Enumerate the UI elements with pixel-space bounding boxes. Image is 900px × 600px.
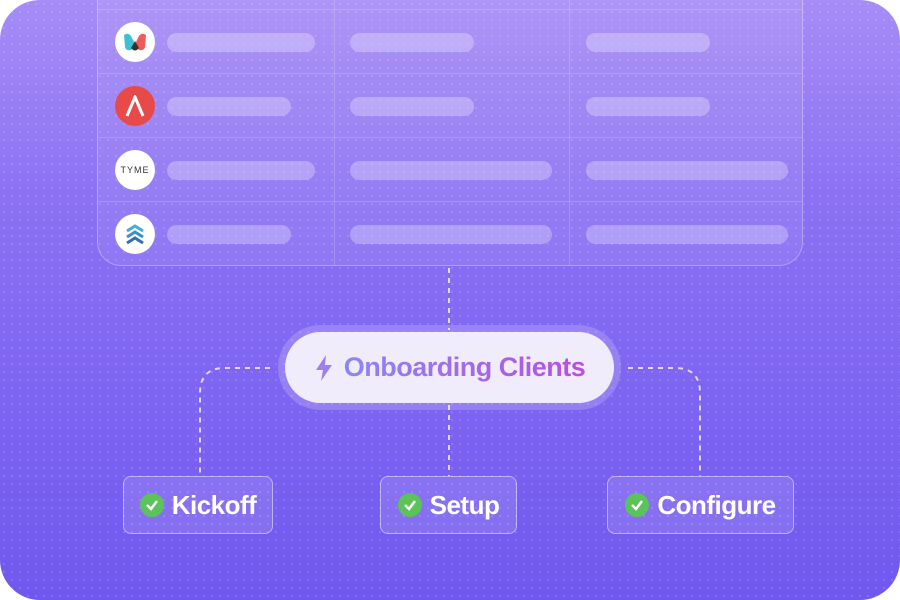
table-row[interactable] [98, 73, 802, 137]
placeholder-bar [350, 161, 552, 180]
connector-line [628, 367, 701, 476]
tyme-logo-icon: TYME [115, 150, 155, 190]
onboarding-clients-node[interactable]: Onboarding Clients [285, 332, 614, 403]
placeholder-bar [350, 33, 474, 52]
placeholder-bar [586, 97, 710, 116]
table-row[interactable] [98, 9, 802, 73]
placeholder-bar [586, 33, 710, 52]
placeholder-bar [167, 33, 315, 52]
step-label: Kickoff [171, 489, 257, 520]
placeholder-bar [167, 97, 291, 116]
clients-table: TYME [97, 0, 803, 266]
placeholder-bar [586, 161, 788, 180]
step-label: Configure [657, 489, 776, 520]
check-circle-icon [625, 493, 650, 517]
chevrons-logo-icon [115, 214, 155, 254]
connector-line [199, 367, 270, 476]
step-label: Setup [429, 489, 500, 520]
step-setup[interactable]: Setup [380, 476, 517, 534]
arrow-a-logo-icon [115, 86, 155, 126]
node-label: Onboarding Clients [343, 352, 586, 382]
mural-logo-icon [115, 22, 155, 62]
table-row[interactable]: TYME [98, 137, 802, 201]
column-divider [569, 0, 570, 265]
lightning-icon [315, 354, 332, 381]
placeholder-bar [350, 97, 474, 116]
placeholder-bar [586, 225, 788, 244]
placeholder-bar [350, 225, 552, 244]
table-row[interactable] [98, 201, 802, 265]
placeholder-bar [167, 225, 291, 244]
step-kickoff[interactable]: Kickoff [123, 476, 273, 534]
check-circle-icon [397, 493, 422, 517]
column-divider [334, 0, 335, 265]
check-circle-icon [139, 493, 164, 517]
step-configure[interactable]: Configure [607, 476, 794, 534]
placeholder-bar [167, 161, 315, 180]
